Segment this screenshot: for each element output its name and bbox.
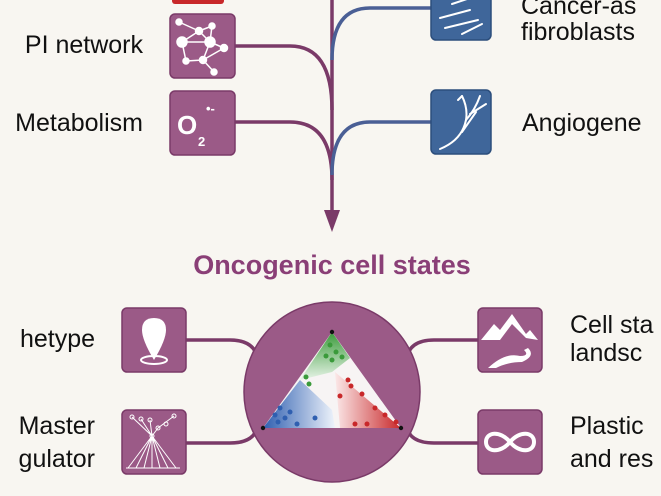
cell-state-label-line1: Cell sta [570,311,653,339]
svg-text:•-: •- [206,101,215,116]
metabolism-box: O 2 •- [169,90,236,156]
cell-state-label-line2: landsc [570,339,642,367]
oxygen-radical-icon: O 2 •- [177,101,215,149]
master-regulator-box [121,409,187,475]
partial-box [172,0,224,4]
archetype-box [121,307,187,373]
plasticity-label-line1: Plastic [570,412,644,440]
master-regulator-label-line1: Master [19,412,95,440]
regulator-network-icon [126,413,180,469]
blood-vessel-icon [439,95,487,150]
connector-lines [186,0,478,445]
svg-text:O: O [177,110,197,140]
plasticity-label-line2: and res [570,445,653,473]
caf-box [430,0,492,41]
caf-label-line2: fibroblasts [521,18,635,46]
master-regulator-label-line2: gulator [19,445,95,473]
ppi-network-label: PI network [25,31,144,59]
arrow-head-icon [324,210,340,232]
caf-label-line1: Cancer-as [521,0,636,20]
cell-state-landscape-box [477,307,543,373]
archetype-label: hetype [20,325,95,353]
svg-text:2: 2 [198,134,205,149]
fibroblast-cells-icon [439,0,483,35]
angiogenesis-box [430,89,492,155]
infinity-icon [483,431,537,453]
metabolism-label: Metabolism [15,109,143,137]
angiogenesis-label: Angiogene [522,109,642,137]
plasticity-box [477,409,543,475]
ppi-network-box [169,13,236,79]
section-title: Oncogenic cell states [193,250,471,280]
mountain-landscape-icon [481,314,538,368]
archetype-triangle-icon [243,301,421,483]
protein-network-icon [175,18,229,76]
location-pin-icon [140,318,168,365]
